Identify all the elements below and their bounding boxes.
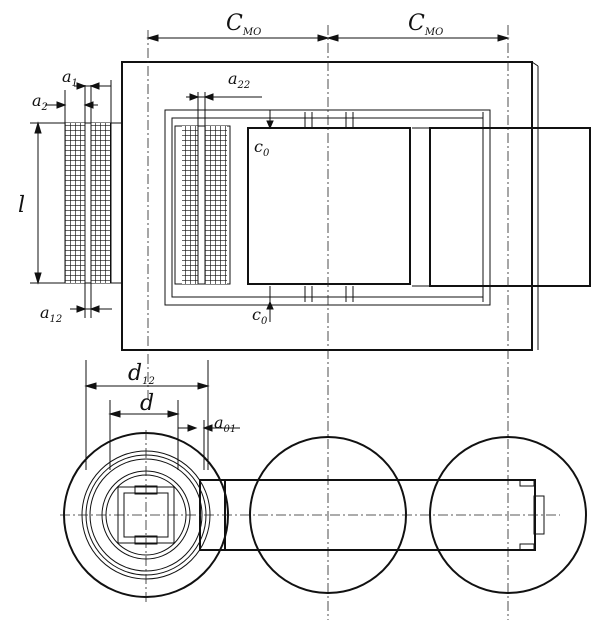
top-view: [60, 360, 587, 605]
labels: CMO CMO a1 a2 a22 l a12 c0 c0 d12 d a01: [18, 11, 443, 435]
center-winding: [174, 125, 231, 285]
c-mo-dimension: [146, 34, 510, 42]
core-window: [164, 109, 491, 306]
l-dimension: [30, 121, 65, 285]
d-label: d: [140, 391, 154, 416]
c0-label-bottom: c0: [252, 305, 268, 327]
c0-label-top: c0: [254, 137, 270, 159]
right-limb: [429, 127, 591, 287]
d12-label: d12: [128, 361, 155, 387]
a12-label: a12: [40, 303, 62, 325]
left-winding: [64, 122, 123, 284]
middle-limb: [247, 127, 411, 285]
a12-leader: [70, 283, 112, 318]
l-label: l: [18, 193, 25, 218]
a2-label: a2: [32, 91, 48, 113]
a1-label: a1: [62, 67, 78, 89]
a22-leader: [186, 92, 262, 126]
a01-label: a01: [214, 413, 236, 435]
front-view: [30, 25, 591, 620]
c-mo-label-left: CMO: [226, 11, 261, 38]
c-mo-label-right: CMO: [408, 11, 443, 38]
d12-dimension: [84, 360, 210, 470]
c0-leaders: [266, 110, 274, 322]
a22-label: a22: [228, 69, 250, 91]
a1-a2-leaders: [45, 80, 112, 123]
d-dimension: [108, 400, 240, 470]
